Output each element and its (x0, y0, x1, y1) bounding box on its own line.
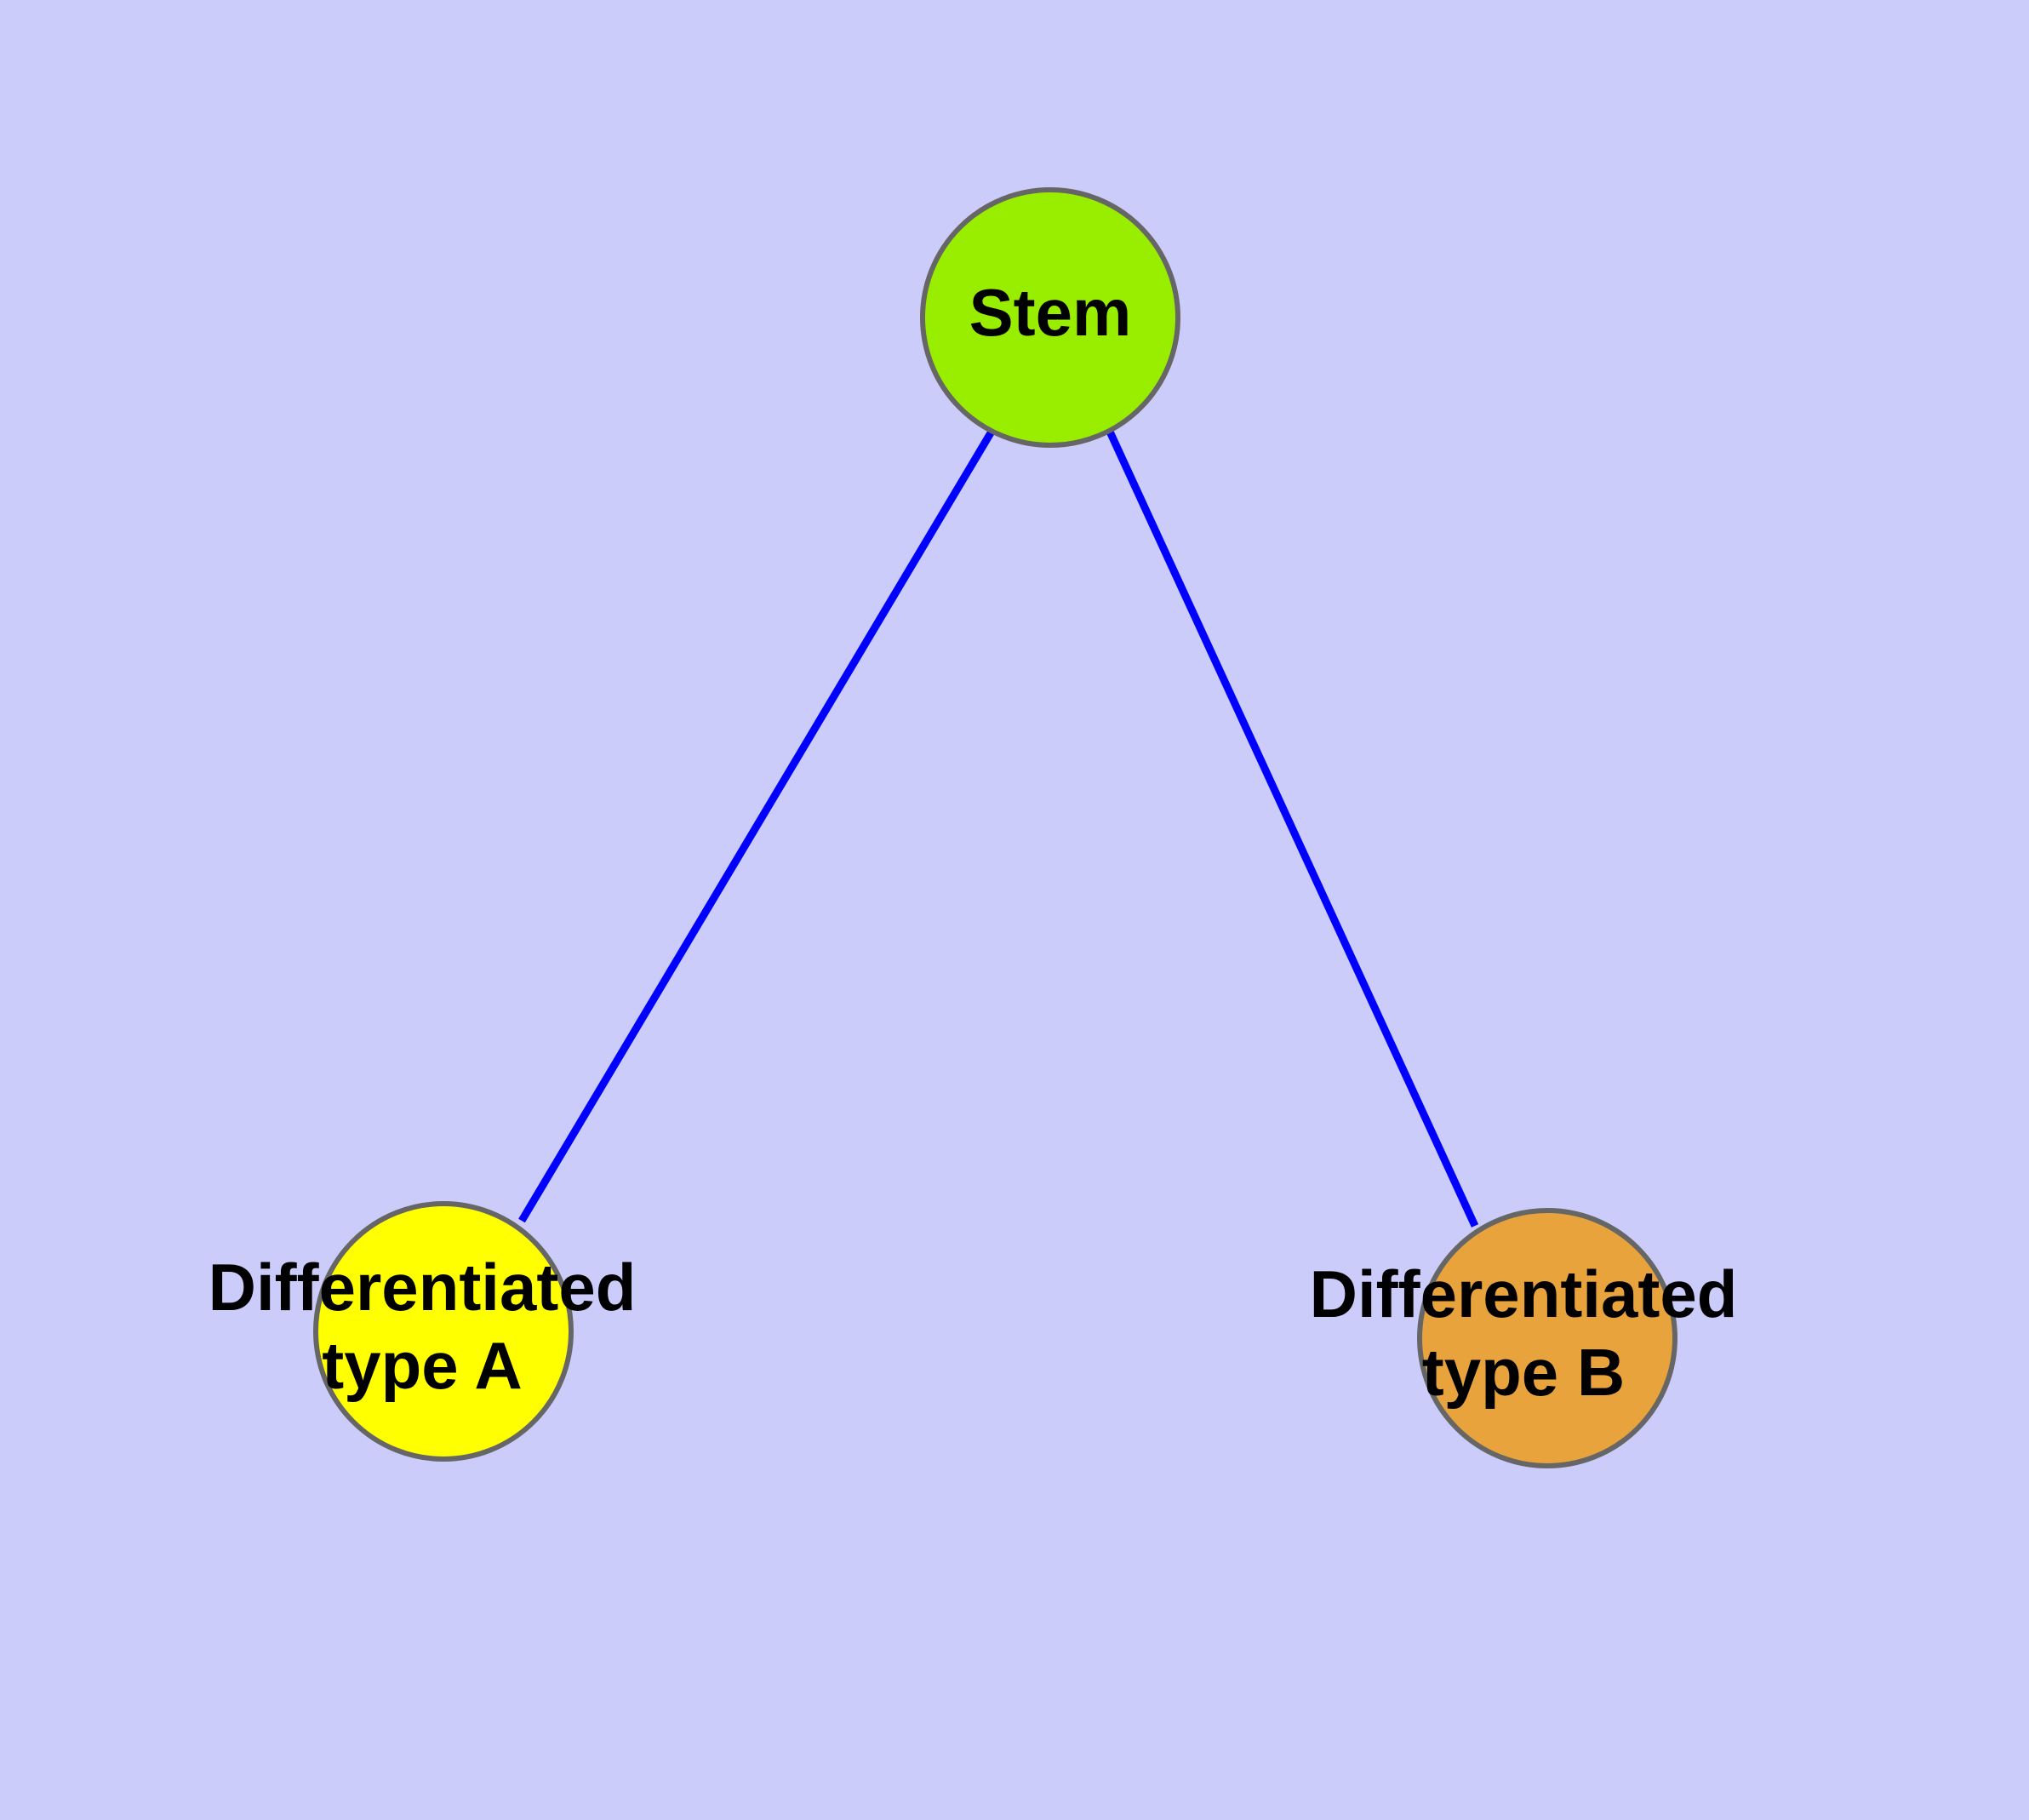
graph-edge-stem-to-diff-a[interactable] (518, 429, 995, 1223)
label-line: Differentiated (1310, 1256, 1738, 1331)
graph-node-label-stem: Stem (969, 275, 1132, 350)
label-line: Differentiated (209, 1250, 637, 1325)
label-line: Stem (969, 275, 1132, 350)
graph-node-diff_a[interactable] (313, 1201, 574, 1462)
graph-node-diff_b[interactable] (1417, 1208, 1677, 1468)
graph-node-stem[interactable] (920, 187, 1180, 448)
label-line: type A (322, 1328, 523, 1403)
graph-edge-stem-to-diff-b[interactable] (1106, 430, 1479, 1228)
edge-layer (518, 429, 1479, 1228)
node-layer (313, 187, 1677, 1468)
label-line: type B (1422, 1335, 1625, 1410)
